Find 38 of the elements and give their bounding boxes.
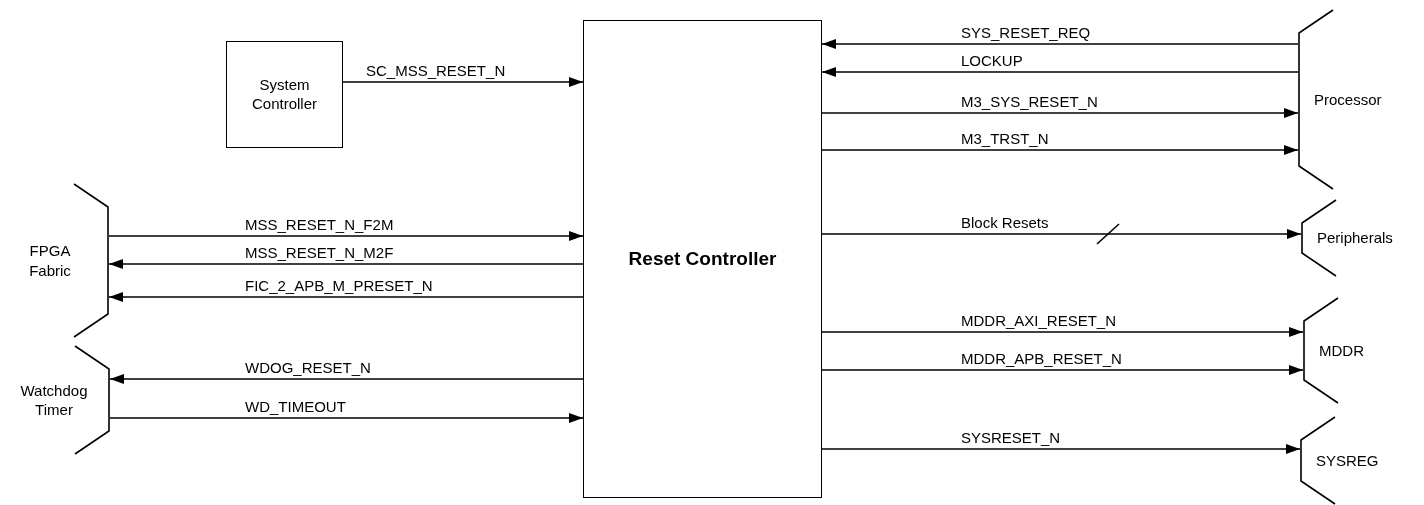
node-label: MDDR <box>1319 340 1364 361</box>
arrow <box>821 108 1299 118</box>
arrow <box>342 77 584 87</box>
edge-label: SC_MSS_RESET_N <box>365 63 507 78</box>
arrow <box>821 39 1299 49</box>
node-label: Processor <box>1314 89 1382 110</box>
edge-label: MDDR_APB_RESET_N <box>960 351 1123 366</box>
edge-label: Block Resets <box>960 215 1050 230</box>
edge-label: SYS_RESET_REQ <box>960 25 1092 40</box>
arrow <box>821 444 1301 454</box>
node-label: Reset Controller <box>628 247 777 271</box>
block-box <box>226 41 343 148</box>
edge-label: WDOG_RESET_N <box>244 360 372 375</box>
arrow <box>108 292 584 302</box>
node-label: Peripherals <box>1317 228 1393 248</box>
edge-label: MSS_RESET_N_F2M <box>244 217 395 232</box>
arrow <box>821 67 1299 77</box>
edge-label: FIC_2_APB_M_PRESET_N <box>244 278 434 293</box>
node-label: Watchdog Timer <box>19 380 89 420</box>
arrow <box>108 259 584 269</box>
edge-label: M3_SYS_RESET_N <box>960 94 1099 109</box>
edge-label: SYSRESET_N <box>960 430 1062 445</box>
edge-label: LOCKUP <box>960 53 1024 68</box>
arrow <box>821 229 1302 239</box>
arrow <box>108 231 584 241</box>
edge-label: MDDR_AXI_RESET_N <box>960 313 1118 328</box>
arrow <box>821 365 1304 375</box>
edge-label: WD_TIMEOUT <box>244 399 347 414</box>
edge-label: M3_TRST_N <box>960 131 1050 146</box>
node-label: System Controller <box>251 75 318 114</box>
node-label: FPGA Fabric <box>28 241 72 280</box>
edge-label: MSS_RESET_N_M2F <box>244 245 395 260</box>
arrow <box>109 413 584 423</box>
arrow <box>821 327 1304 337</box>
node-label: SYSREG <box>1316 450 1379 471</box>
arrow <box>109 374 584 384</box>
arrow <box>821 145 1299 155</box>
controller-box <box>583 20 822 498</box>
